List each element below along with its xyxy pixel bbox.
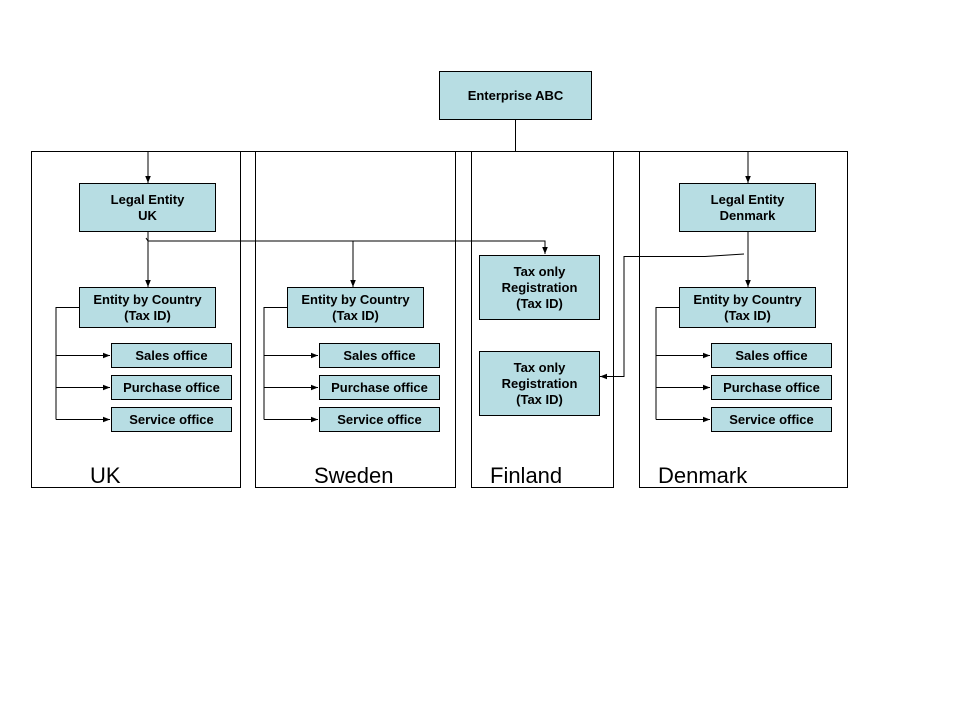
uk-service-office-box: Service office: [111, 407, 232, 432]
denmark-purchase-office-box: Purchase office: [711, 375, 832, 400]
finland-tax-registration-box: Tax only Registration (Tax ID): [479, 255, 600, 320]
finland-tax-registration-box: Tax only Registration (Tax ID): [479, 351, 600, 416]
sweden-purchase-office-box: Purchase office: [319, 375, 440, 400]
denmark-entity-by-country-box: Entity by Country (Tax ID): [679, 287, 816, 328]
finland-country-label: Finland: [490, 463, 563, 488]
sweden-service-office-box: Service office: [319, 407, 440, 432]
uk-country-label: UK: [90, 463, 121, 488]
sweden-entity-by-country-box: Entity by Country (Tax ID): [287, 287, 424, 328]
uk-sales-office-box: Sales office: [111, 343, 232, 368]
uk-entity-by-country-box: Entity by Country (Tax ID): [79, 287, 216, 328]
sweden-country-label: Sweden: [314, 463, 394, 488]
denmark-service-office-box: Service office: [711, 407, 832, 432]
enterprise-root-box: Enterprise ABC: [439, 71, 592, 120]
denmark-country-label: Denmark: [658, 463, 748, 488]
sweden-sales-office-box: Sales office: [319, 343, 440, 368]
denmark-sales-office-box: Sales office: [711, 343, 832, 368]
uk-purchase-office-box: Purchase office: [111, 375, 232, 400]
denmark-legal-entity-box: Legal Entity Denmark: [679, 183, 816, 232]
uk-legal-entity-box: Legal Entity UK: [79, 183, 216, 232]
